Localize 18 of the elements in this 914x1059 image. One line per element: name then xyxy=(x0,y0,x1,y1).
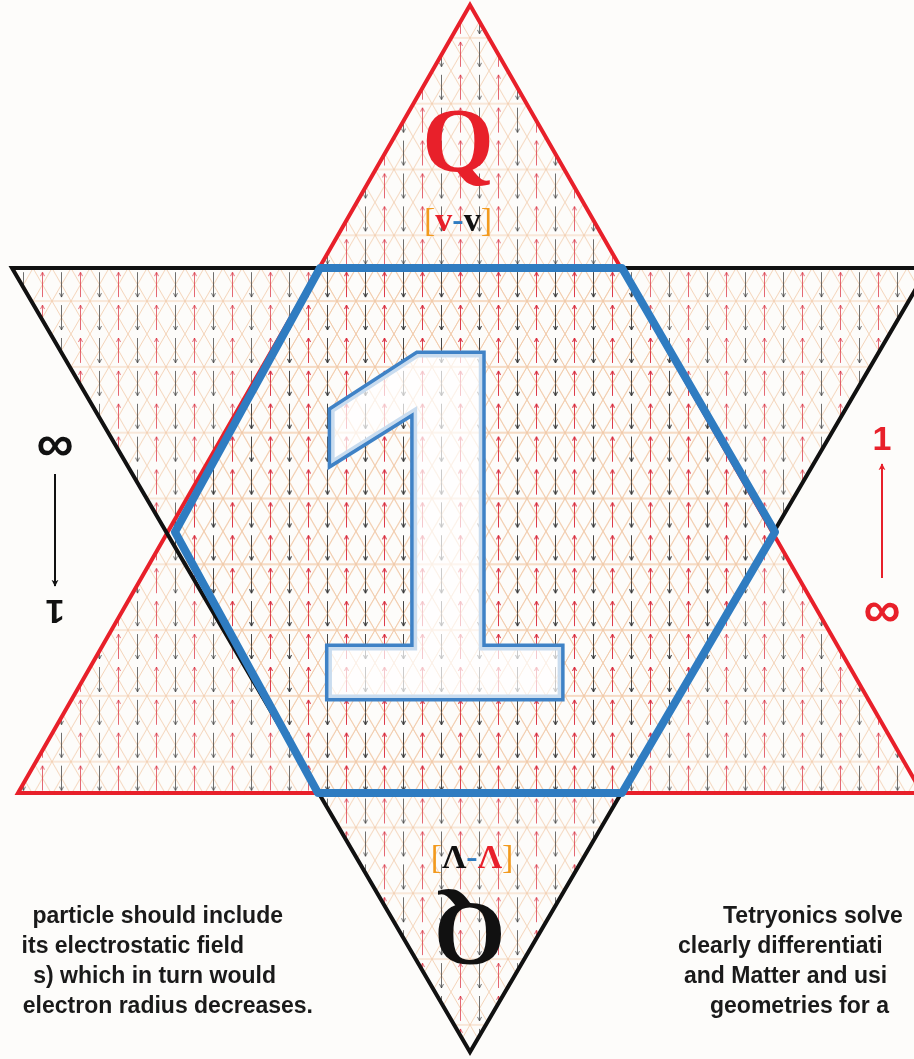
arrow xyxy=(878,463,886,579)
symbol-text: 1 xyxy=(40,592,70,632)
symbol-text: ∞ xyxy=(852,584,912,634)
note-text: electron radius decreases. xyxy=(22,993,313,1017)
charge-letter: Q xyxy=(434,889,506,981)
arrow xyxy=(51,473,59,587)
note-text: geometries for a xyxy=(710,993,889,1017)
bracket-notation: [Λ-Λ] xyxy=(430,840,514,874)
note-text: and Matter and usi xyxy=(684,963,888,987)
note-text: s) which in turn would xyxy=(33,963,276,987)
note-text: its electrostatic field xyxy=(21,933,244,957)
charge-letter: Q xyxy=(422,94,494,186)
symbol-text: 1 xyxy=(867,418,897,458)
note-text: particle should include xyxy=(32,903,283,927)
large-numeral: 1 xyxy=(296,275,576,775)
note-text: Tetryonics solve xyxy=(723,903,903,927)
symbol-text: ∞ xyxy=(25,418,85,468)
note-text: clearly differentiati xyxy=(678,933,883,957)
